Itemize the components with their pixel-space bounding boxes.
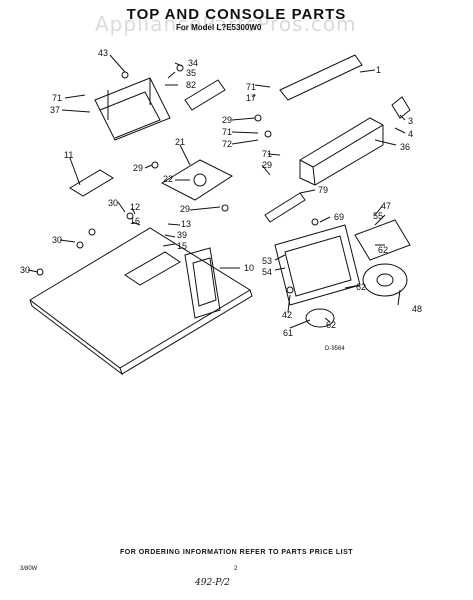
label-37: 37: [50, 105, 60, 115]
label-11: 11: [64, 150, 73, 160]
label-13: 13: [181, 219, 191, 229]
label-30b: 30: [52, 235, 62, 245]
knob-assembly: [354, 219, 411, 261]
ordering-note: FOR ORDERING INFORMATION REFER TO PARTS …: [119, 549, 354, 556]
label-54: 54: [262, 267, 272, 277]
part-10-panel: [184, 247, 221, 319]
console-panel-1: [279, 54, 363, 101]
label-62a: 62: [378, 245, 388, 255]
label-3: 3: [408, 116, 413, 126]
label-17: 17: [246, 93, 256, 103]
label-61: 61: [283, 328, 293, 338]
label-4: 4: [408, 129, 413, 139]
label-53: 53: [262, 256, 272, 266]
label-29b: 29: [262, 160, 272, 170]
label-71c: 71: [222, 127, 232, 137]
page-title: TOP AND CONSOLE PARTS: [126, 6, 347, 23]
label-16: 16: [130, 216, 140, 226]
label-82: 82: [186, 80, 196, 90]
label-29a: 29: [222, 115, 232, 125]
label-34: 34: [188, 58, 198, 68]
console-bracket: [94, 77, 171, 141]
watermark: AppliancePartsPros.com: [95, 12, 357, 36]
label-22: 22: [163, 174, 173, 184]
label-79: 79: [318, 185, 328, 195]
label-72: 72: [222, 139, 232, 149]
label-71b: 71: [246, 82, 256, 92]
label-12: 12: [130, 202, 140, 212]
label-30a: 30: [108, 198, 118, 208]
footer-left-code: 3/80W: [20, 566, 38, 572]
label-71d: 71: [262, 149, 272, 159]
label-42: 42: [282, 310, 292, 320]
diagram-code: D-9564: [325, 346, 345, 352]
dial-48: [362, 263, 408, 297]
console-housing-36: [299, 117, 384, 186]
label-62b: 62: [356, 282, 366, 292]
label-43: 43: [98, 48, 108, 58]
top-panel: [29, 227, 251, 369]
label-39: 39: [177, 230, 187, 240]
label-55: 55: [373, 211, 383, 221]
label-69: 69: [334, 212, 344, 222]
label-21: 21: [175, 137, 185, 147]
label-35: 35: [186, 68, 196, 78]
part-79-board: [264, 192, 306, 223]
label-1: 1: [376, 65, 381, 75]
label-62c: 62: [326, 320, 336, 330]
label-47: 47: [381, 201, 391, 211]
label-15: 15: [177, 241, 187, 251]
label-10: 10: [244, 263, 254, 273]
part-21-bracket: [160, 159, 234, 201]
label-36: 36: [400, 142, 410, 152]
label-71a: 71: [52, 93, 62, 103]
bracket-17: [184, 79, 226, 111]
part-11: [69, 169, 114, 197]
label-29d: 29: [180, 204, 190, 214]
page-number: 2: [234, 566, 238, 572]
label-48: 48: [412, 304, 422, 314]
clip-3: [391, 96, 411, 119]
model-line: For Model L?E5300W0: [176, 23, 262, 32]
handwritten-note: 492-P/2: [195, 578, 231, 588]
label-30c: 30: [20, 265, 30, 275]
label-29c: 29: [133, 163, 143, 173]
knob-62: [305, 308, 335, 328]
